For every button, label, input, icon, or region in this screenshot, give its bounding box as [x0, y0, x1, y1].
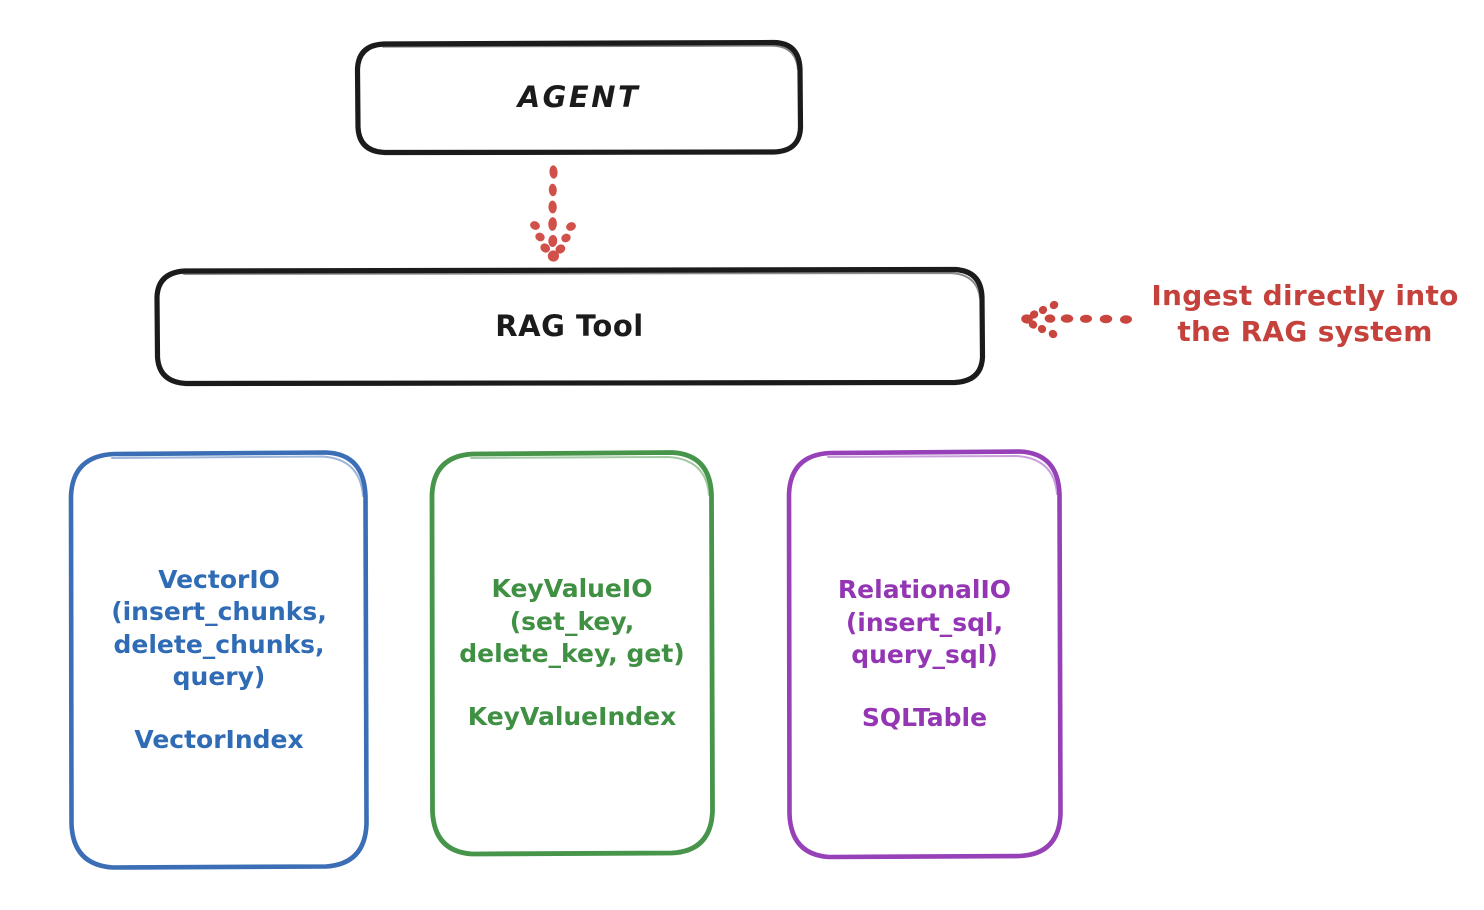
node-key-value-io-index-label: KeyValueIndex: [467, 701, 677, 731]
node-vector-io-api-label: VectorIO (insert_chunks, delete_chunks, …: [111, 564, 327, 692]
node-key-value-io[interactable]: KeyValueIO (set_key, delete_key, get) Ke…: [429, 450, 715, 857]
connector-agent-to-rag-tool: [530, 165, 576, 262]
annotation-ingest-text: Ingest directly into the RAG system: [1151, 279, 1459, 349]
node-relational-io-label-wrap: RelationalIO (insert_sql, query_sql) SQL…: [786, 449, 1063, 859]
node-key-value-io-label-wrap: KeyValueIO (set_key, delete_key, get) Ke…: [429, 450, 715, 856]
node-vector-io-index-label: VectorIndex: [134, 724, 304, 754]
node-agent-label-wrap: AGENT: [356, 41, 802, 154]
node-rag-tool-label: RAG Tool: [495, 308, 644, 343]
node-key-value-io-api-label: KeyValueIO (set_key, delete_key, get): [459, 574, 685, 668]
connector-ingest-to-rag-tool: [1021, 300, 1132, 339]
node-vector-io-label-wrap: VectorIO (insert_chunks, delete_chunks, …: [68, 450, 370, 870]
node-rag-tool-label-wrap: RAG Tool: [155, 268, 984, 385]
node-relational-io[interactable]: RelationalIO (insert_sql, query_sql) SQL…: [786, 449, 1063, 860]
node-agent[interactable]: AGENT: [354, 39, 804, 156]
node-agent-label: AGENT: [517, 79, 641, 114]
node-vector-io[interactable]: VectorIO (insert_chunks, delete_chunks, …: [68, 450, 370, 870]
node-rag-tool[interactable]: RAG Tool: [154, 266, 986, 387]
node-relational-io-api-label: RelationalIO (insert_sql, query_sql): [837, 575, 1012, 669]
node-relational-io-index-label: SQLTable: [861, 702, 988, 732]
